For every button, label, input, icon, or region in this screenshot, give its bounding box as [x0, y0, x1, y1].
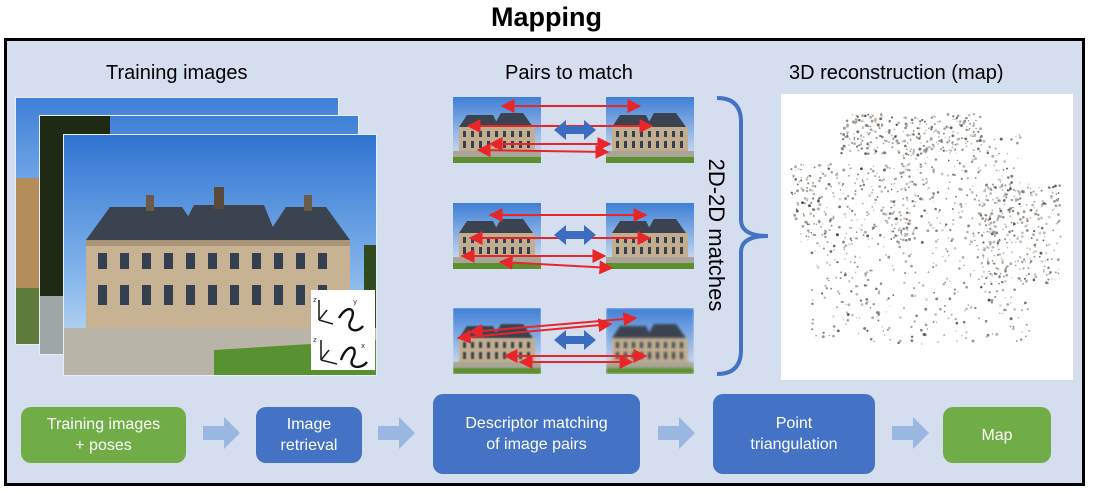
reconstruction-heading: 3D reconstruction (map) — [789, 62, 1004, 84]
pose-axis-x2: x — [361, 342, 365, 350]
pose-axis-z1: z — [313, 296, 317, 304]
match-line — [476, 143, 610, 159]
flow-arrow-4 — [892, 417, 929, 449]
flow-arrow-3 — [658, 417, 695, 449]
image-retrieval-step: Image retrieval — [256, 407, 362, 463]
diagram-title: Mapping — [491, 2, 602, 32]
descriptor-matching-step: Descriptor matching of image pairs — [433, 394, 640, 474]
camera-pose-axes-icon: z y z x — [311, 290, 375, 370]
flow-arrow-2 — [378, 417, 415, 449]
pairs-to-match-heading: Pairs to match — [505, 62, 633, 84]
map-step: Map — [943, 407, 1051, 463]
pose-axis-y1: y — [353, 298, 357, 306]
matches-bracket — [716, 96, 769, 376]
reconstruction-view — [781, 94, 1073, 380]
training-photo-front: z y z x — [64, 135, 376, 375]
training-images-heading: Training images — [106, 62, 248, 84]
pair-double-arrow-icon — [554, 330, 596, 350]
flow-arrows — [203, 417, 929, 449]
point-cloud — [790, 112, 1062, 345]
matches-label: 2D-2D matches — [704, 158, 729, 312]
point-triangulation-step: Point triangulation — [713, 394, 875, 474]
pose-axis-z2: z — [313, 336, 317, 344]
pair-double-arrow-icon — [554, 225, 596, 245]
match-line — [456, 318, 613, 344]
match-line — [498, 255, 614, 275]
pair-double-arrow-icon — [554, 120, 596, 140]
training-images-poses-step: Training images + poses — [21, 407, 186, 463]
flow-arrow-1 — [203, 417, 240, 449]
